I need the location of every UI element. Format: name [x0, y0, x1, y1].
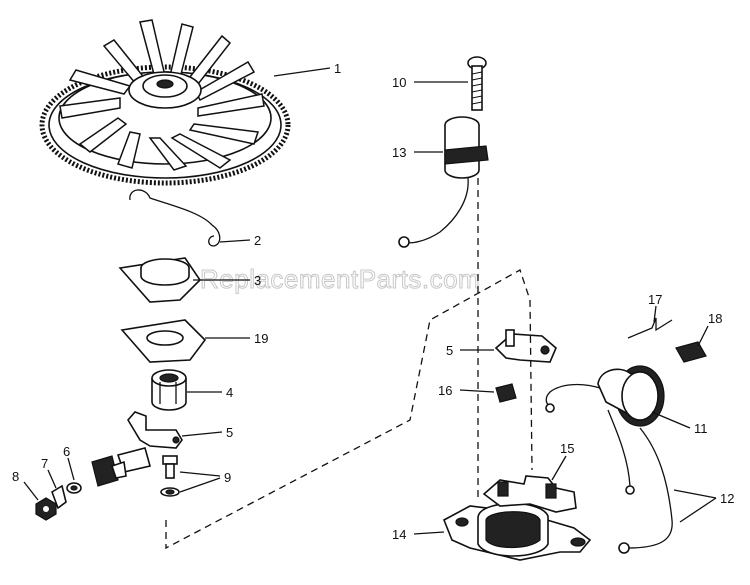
- washer-part: [66, 482, 82, 494]
- gasket-part: [120, 319, 207, 363]
- ignition-coil-part: [545, 365, 665, 495]
- callout-2: 2: [254, 233, 261, 248]
- callout-10: 10: [392, 75, 406, 90]
- callout-13: 13: [392, 145, 406, 160]
- magneto-housing-part: [442, 502, 592, 561]
- callout-19: 19: [254, 331, 268, 346]
- callout-5-right: 5: [446, 343, 453, 358]
- small-clip-part: [675, 341, 707, 363]
- callout-17: 17: [648, 292, 662, 307]
- bolt-part: [467, 56, 487, 111]
- callout-7: 7: [41, 456, 48, 471]
- watermark: ReplacementParts.com: [200, 264, 480, 294]
- breaker-plate-part: [494, 329, 557, 363]
- callout-5-left: 5: [226, 425, 233, 440]
- callout-16: 16: [438, 383, 452, 398]
- callout-3: 3: [254, 273, 261, 288]
- callout-12: 12: [720, 491, 734, 506]
- callout-14: 14: [392, 527, 406, 542]
- leader-lines: [23, 67, 717, 535]
- callout-1: 1: [334, 61, 341, 76]
- callout-6: 6: [63, 444, 70, 459]
- condenser-part: [398, 116, 489, 248]
- callout-11: 11: [694, 421, 708, 436]
- bushing-part: [151, 369, 187, 411]
- callout-15: 15: [560, 441, 574, 456]
- callout-4: 4: [226, 385, 233, 400]
- callout-labels: 1 2 3 19 4 5 9 6 7 8 10 13 5 16 17 18 11…: [12, 61, 734, 542]
- spring-clip-part: [129, 189, 221, 247]
- callout-9: 9: [224, 470, 231, 485]
- nut-part: [35, 497, 57, 521]
- callout-8: 8: [12, 469, 19, 484]
- screw-part: [160, 455, 180, 497]
- terminal-clip-part: [51, 484, 67, 510]
- terminal-block-part: [91, 455, 127, 487]
- callout-18: 18: [708, 311, 722, 326]
- ground-lead-part: [618, 427, 673, 554]
- assembly-lines: [165, 178, 533, 550]
- breaker-cover-part: [118, 257, 202, 303]
- spring-wire-part: [627, 317, 673, 339]
- cam-housing-part: [482, 475, 577, 513]
- felt-block-part: [495, 383, 517, 403]
- flywheel-part: [39, 19, 291, 186]
